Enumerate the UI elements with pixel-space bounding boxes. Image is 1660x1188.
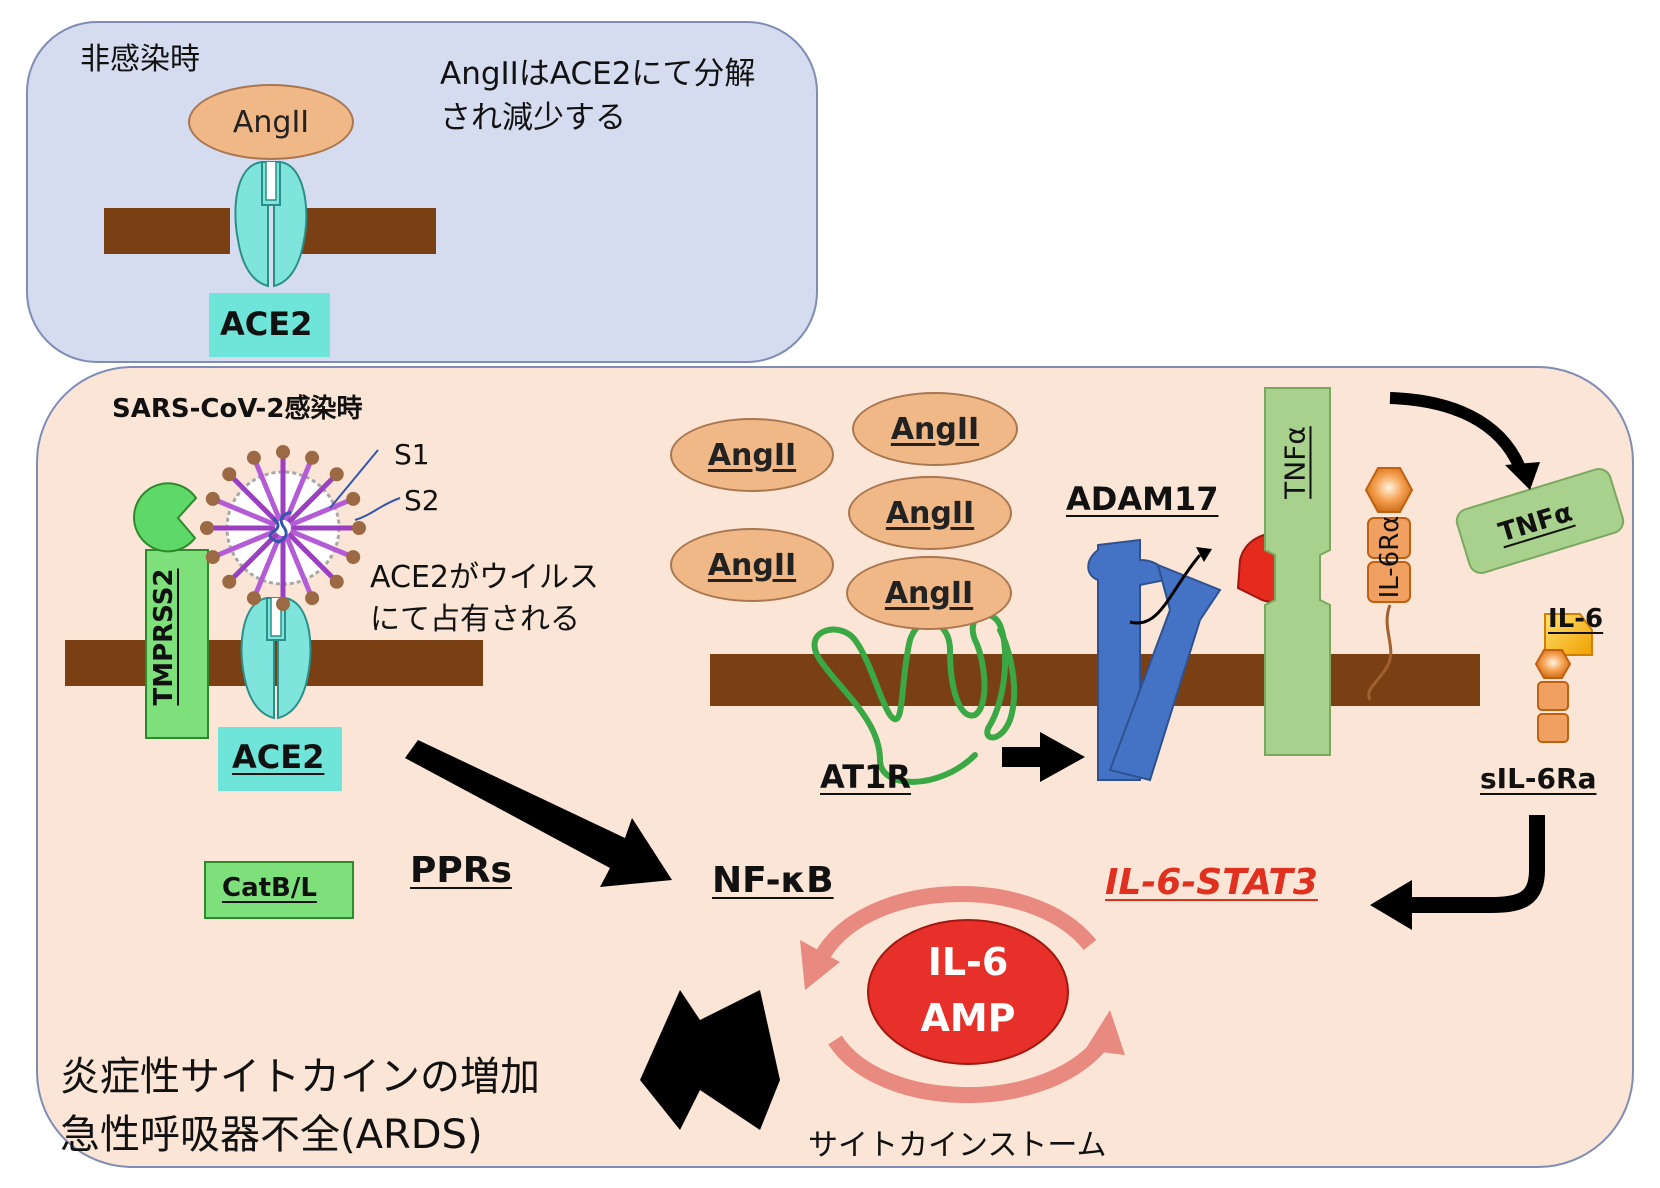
amp-label-line1: IL-6 (927, 940, 1009, 984)
angii-label-3: AngII (885, 495, 975, 531)
angii-label-1: AngII (707, 437, 797, 473)
panel-normal-title: 非感染時 (80, 42, 200, 77)
ace2-label-box-infected (218, 727, 342, 791)
tmprss2-bar (145, 549, 209, 739)
il6-amp-circle (867, 919, 1069, 1065)
amp-label-line2: AMP (920, 996, 1016, 1040)
nfkb-label: NF-κB (712, 860, 834, 901)
normal-note-line1: AngIIはACE2にて分解 (440, 56, 756, 92)
membrane-right (710, 654, 1480, 706)
membrane-normal-left (104, 208, 230, 254)
occupied-note-line2: にて占有される (370, 602, 580, 637)
angii-oval-5: AngII (846, 556, 1012, 630)
ace2-label-normal: ACE2 (220, 305, 313, 343)
arrow-sil6ra-to-stat3-head (1370, 880, 1412, 930)
adam17-protease (1087, 532, 1309, 782)
sil6ra-complex (1534, 613, 1593, 743)
tmprss2-head (133, 482, 198, 553)
amp-cycle-arrow-top (812, 886, 1097, 964)
amp-cycle-arrow-bottom (828, 1035, 1107, 1104)
cleavage-arrow (1129, 554, 1202, 625)
arrow-at1r-body (1002, 747, 1042, 767)
il6ra-chain (1364, 467, 1414, 701)
at1r-label: AT1R (820, 758, 912, 796)
s2-label: S2 (404, 484, 440, 517)
arrow-sil6ra-to-stat3 (1410, 815, 1545, 913)
s1-label: S1 (394, 438, 430, 471)
stat3-label: IL-6-STAT3 (1105, 862, 1318, 903)
angii-oval-4: AngII (670, 528, 834, 602)
panel-infected-title: SARS-CoV-2感染時 (112, 394, 363, 424)
angii-oval-normal: AngII (188, 84, 354, 160)
occupied-note-line1: ACE2がウイルス (370, 560, 599, 595)
catbl-label: CatB/L (222, 873, 317, 903)
angii-label-2: AngII (890, 411, 980, 447)
il6-label: IL-6 (1548, 604, 1604, 634)
arrow-to-outcome (640, 990, 780, 1130)
virus-particle (200, 445, 366, 611)
pprs-label: PPRs (410, 850, 512, 891)
ace2-label-box-normal (209, 293, 330, 357)
angii-label-4: AngII (707, 547, 797, 583)
angii-oval-3: AngII (848, 476, 1012, 550)
s1-pointer (329, 449, 379, 509)
sil6ra-label: sIL-6Ra (1480, 762, 1597, 795)
arrow-at1r-head (1040, 732, 1085, 782)
amp-cycle-arrow-bottom-head (1085, 1010, 1125, 1055)
ace2-receptor-normal (234, 160, 308, 288)
il6ra-label: IL-6Rα (1375, 515, 1405, 599)
catbl-box (204, 861, 354, 919)
tnfa-free-molecule (1455, 468, 1625, 574)
tnfa-membrane-protein (1264, 387, 1331, 756)
normal-note-line2: され減少する (440, 100, 626, 136)
s2-pointer (354, 497, 401, 521)
arrow-tnfa-release-head (1505, 462, 1540, 490)
arrow-tnfa-release (1389, 392, 1526, 471)
tnfa-membrane-label: TNFα (1278, 426, 1312, 499)
outcome-line1: 炎症性サイトカインの増加 (60, 1054, 540, 1100)
amp-cycle-arrow-top-head (800, 940, 840, 990)
adam17-label: ADAM17 (1066, 480, 1219, 518)
ace2-label-infected: ACE2 (232, 738, 325, 776)
angii-label-5: AngII (884, 575, 974, 611)
membrane-normal-right (300, 208, 436, 254)
tmprss2-label: TMPRSS2 (149, 568, 179, 706)
outcome-line2: 急性呼吸器不全(ARDS) (60, 1112, 483, 1158)
ace2-receptor-infected (240, 596, 312, 720)
cleavage-arrowhead (1196, 547, 1212, 562)
angii-oval-2: AngII (852, 392, 1018, 466)
storm-label: サイトカインストーム (808, 1128, 1107, 1163)
angii-oval-1: AngII (670, 418, 834, 492)
panel-infected (36, 366, 1634, 1168)
angii-label-normal: AngII (232, 104, 310, 140)
arrow-ace2-to-nfkb (405, 740, 672, 887)
